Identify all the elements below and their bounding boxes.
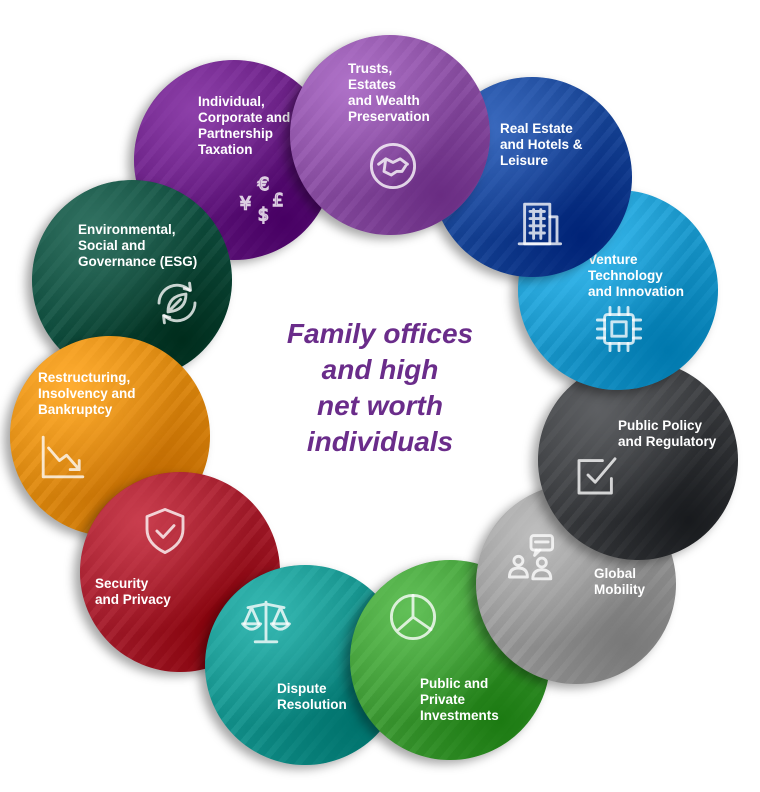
shield-check-icon: [138, 504, 192, 558]
practice-area-label: Individual, Corporate and Partnership Ta…: [198, 94, 291, 157]
practice-area-trusts-estates-and-wealth-preservation[interactable]: Trusts, Estates and Wealth Preservation: [290, 35, 490, 235]
practice-area-label: Venture Technology and Innovation: [588, 252, 684, 299]
practice-area-public-policy-and-regulatory[interactable]: Public Policy and Regulatory: [538, 360, 738, 560]
people-chat-icon: [504, 532, 558, 586]
practice-area-environmental-social-and-governance-esg[interactable]: Environmental, Social and Governance (ES…: [32, 180, 232, 380]
scales-icon: [239, 595, 293, 649]
practice-area-label: Dispute Resolution: [277, 681, 347, 712]
svg-text:£: £: [272, 190, 283, 211]
practice-area-label: Global Mobility: [594, 566, 645, 597]
svg-text:€: €: [258, 174, 269, 195]
practice-area-label: Trusts, Estates and Wealth Preservation: [348, 61, 430, 124]
currency-icon: € ¥ £$: [238, 170, 292, 224]
handshake-icon: [366, 139, 420, 193]
practice-area-label: Public Policy and Regulatory: [618, 418, 717, 449]
chip-icon: [592, 302, 646, 356]
center-title: Family offices and high net worth indivi…: [286, 318, 474, 457]
practice-area-label: Restructuring, Insolvency and Bankruptcy: [38, 370, 136, 417]
pie-chart-icon: [386, 590, 440, 644]
practice-area-label: Security and Privacy: [95, 576, 171, 607]
building-icon: [512, 197, 566, 251]
svg-text:¥: ¥: [240, 194, 251, 215]
petal-texture: [290, 35, 490, 235]
svg-text:$: $: [258, 204, 269, 224]
practice-area-label: Real Estate and Hotels & Leisure: [500, 121, 583, 168]
practice-area-label: Environmental, Social and Governance (ES…: [78, 222, 198, 269]
practice-area-label: Public and Private Investments: [420, 676, 499, 723]
trend-down-icon: [36, 430, 90, 484]
checkbox-icon: [570, 448, 624, 502]
petal-texture: [538, 360, 738, 560]
leaf-cycle-icon: [150, 276, 204, 330]
